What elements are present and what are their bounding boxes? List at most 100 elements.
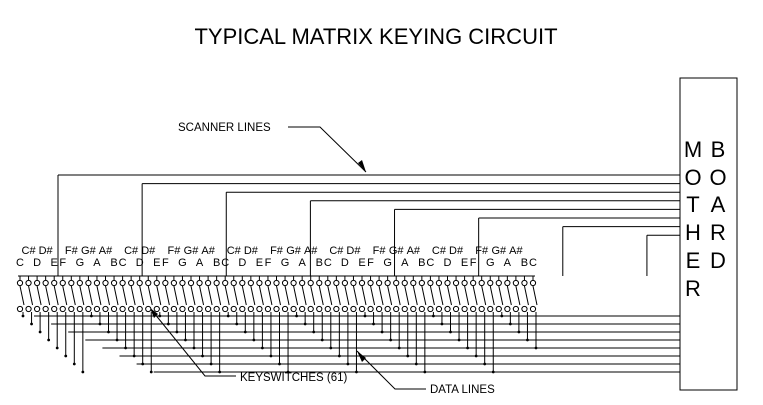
motherboard-box bbox=[679, 77, 738, 391]
keyswitch-contact bbox=[418, 279, 425, 287]
data-lines-leader bbox=[356, 350, 426, 390]
keyswitch-lever bbox=[164, 285, 170, 306]
natural-note-label: A bbox=[504, 257, 512, 269]
natural-note-label: B bbox=[521, 257, 528, 269]
keyswitch-contact bbox=[153, 305, 160, 313]
natural-note-label: F bbox=[470, 257, 477, 269]
keyswitch-contact bbox=[478, 279, 485, 287]
sharp-note-label: G# bbox=[286, 245, 302, 257]
keyswitch-contact bbox=[461, 279, 468, 287]
sharp-note-label: D# bbox=[346, 245, 361, 257]
motherboard-letter: T bbox=[686, 192, 699, 217]
data-line-junction bbox=[526, 338, 529, 342]
scanner-lines-label: SCANNER LINES bbox=[178, 122, 271, 134]
natural-note-label: B bbox=[418, 257, 425, 269]
keyswitch-contact bbox=[521, 305, 528, 313]
natural-note-label: F bbox=[367, 257, 374, 269]
keyswitch-lever bbox=[352, 285, 358, 306]
keyswitch-contact bbox=[521, 279, 528, 287]
keyswitch-contact bbox=[290, 305, 297, 313]
keyswitch-contact bbox=[401, 279, 408, 287]
keyswitch-lever bbox=[310, 285, 316, 306]
scanner-lines bbox=[57, 174, 680, 276]
keyswitch-contact bbox=[205, 279, 212, 287]
data-line-junction bbox=[389, 338, 393, 342]
keyswitch-contact bbox=[145, 305, 152, 313]
data-line-junction bbox=[30, 322, 33, 326]
keyswitch-contact bbox=[418, 305, 425, 313]
natural-note-label: B bbox=[213, 257, 220, 269]
keyswitch-contact bbox=[512, 279, 520, 287]
keyswitch-contact bbox=[341, 279, 348, 287]
sharp-note-label: G# bbox=[81, 245, 97, 257]
keyswitch-lever bbox=[139, 285, 145, 306]
keyswitch-contact bbox=[136, 279, 143, 287]
motherboard-letter: A bbox=[711, 192, 726, 217]
keyswitch-lever bbox=[370, 285, 376, 306]
data-line-junction bbox=[474, 354, 478, 358]
data-line-junction bbox=[517, 330, 521, 334]
keyswitch-contact bbox=[187, 305, 195, 313]
keyswitch-contact bbox=[324, 305, 331, 313]
keyswitch-contact bbox=[367, 305, 374, 313]
keyswitch-contact bbox=[25, 305, 32, 313]
keyswitch-contact bbox=[196, 279, 203, 287]
keyswitch-lever bbox=[335, 285, 341, 306]
keyswitch-lever bbox=[207, 285, 213, 306]
data-line-junction bbox=[355, 370, 358, 374]
keyswitch-lever bbox=[267, 285, 273, 306]
keyswitch-contact bbox=[102, 305, 109, 313]
keyswitch-contact bbox=[110, 279, 118, 287]
keyswitch-contact bbox=[470, 305, 477, 313]
keyswitch-contact bbox=[281, 305, 289, 313]
keyswitch-contact bbox=[401, 305, 408, 313]
sharp-note-label: A# bbox=[407, 245, 421, 257]
keyswitch-lever bbox=[472, 285, 478, 306]
keyswitch-contact bbox=[273, 305, 280, 313]
keyswitch-lever bbox=[515, 285, 521, 306]
sharp-note-label: F# bbox=[373, 245, 387, 257]
data-line-junction bbox=[286, 370, 290, 374]
natural-note-label: D bbox=[136, 257, 144, 269]
keyswitch-contact bbox=[367, 279, 374, 287]
keyswitch-contact bbox=[16, 279, 24, 287]
keyswitch-lever bbox=[216, 285, 222, 306]
keyswitch-contact bbox=[247, 305, 254, 313]
motherboard-letter: B bbox=[711, 137, 726, 162]
keyswitch-contact bbox=[529, 279, 537, 287]
keyswitch-lever bbox=[378, 285, 384, 306]
keyswitch-contact bbox=[427, 279, 434, 287]
keyswitch-contact bbox=[307, 279, 314, 287]
keyswitch-contact bbox=[239, 279, 246, 287]
keyswitch-lever bbox=[241, 285, 247, 306]
keyswitch-contact bbox=[42, 279, 49, 287]
keyswitch-contact bbox=[247, 279, 254, 287]
data-line-junction bbox=[261, 346, 264, 350]
natural-note-label: A bbox=[93, 257, 101, 269]
keyswitch-lever bbox=[122, 285, 128, 306]
keyswitch-lever bbox=[387, 285, 393, 306]
data-line-junction bbox=[372, 322, 375, 326]
sharp-note-label: C# bbox=[432, 245, 447, 257]
natural-note-label: G bbox=[178, 257, 187, 269]
keyswitch-contact bbox=[179, 279, 186, 287]
keyswitch-contact bbox=[25, 279, 32, 287]
keyswitch-contact bbox=[333, 279, 340, 287]
keyswitch-lever bbox=[276, 285, 281, 306]
data-line-junction bbox=[440, 322, 444, 326]
keyswitch-contact bbox=[136, 305, 143, 313]
natural-note-label: E bbox=[256, 257, 263, 269]
keyswitch-lever bbox=[250, 285, 256, 306]
motherboard-letter: D bbox=[710, 248, 726, 273]
natural-note-label: C bbox=[119, 257, 127, 269]
data-line-junction bbox=[346, 362, 350, 366]
keyswitch-contact bbox=[427, 305, 434, 313]
keyswitch-lever bbox=[199, 285, 205, 306]
keyswitch-lever bbox=[36, 285, 42, 306]
keyswitch-contact bbox=[358, 305, 366, 313]
keyswitch-contact bbox=[239, 305, 246, 313]
keyswitch-contact bbox=[16, 305, 24, 313]
keyswitch-contact bbox=[93, 279, 101, 287]
sharp-note-label: C# bbox=[124, 245, 139, 257]
motherboard-letter: O bbox=[684, 165, 701, 190]
